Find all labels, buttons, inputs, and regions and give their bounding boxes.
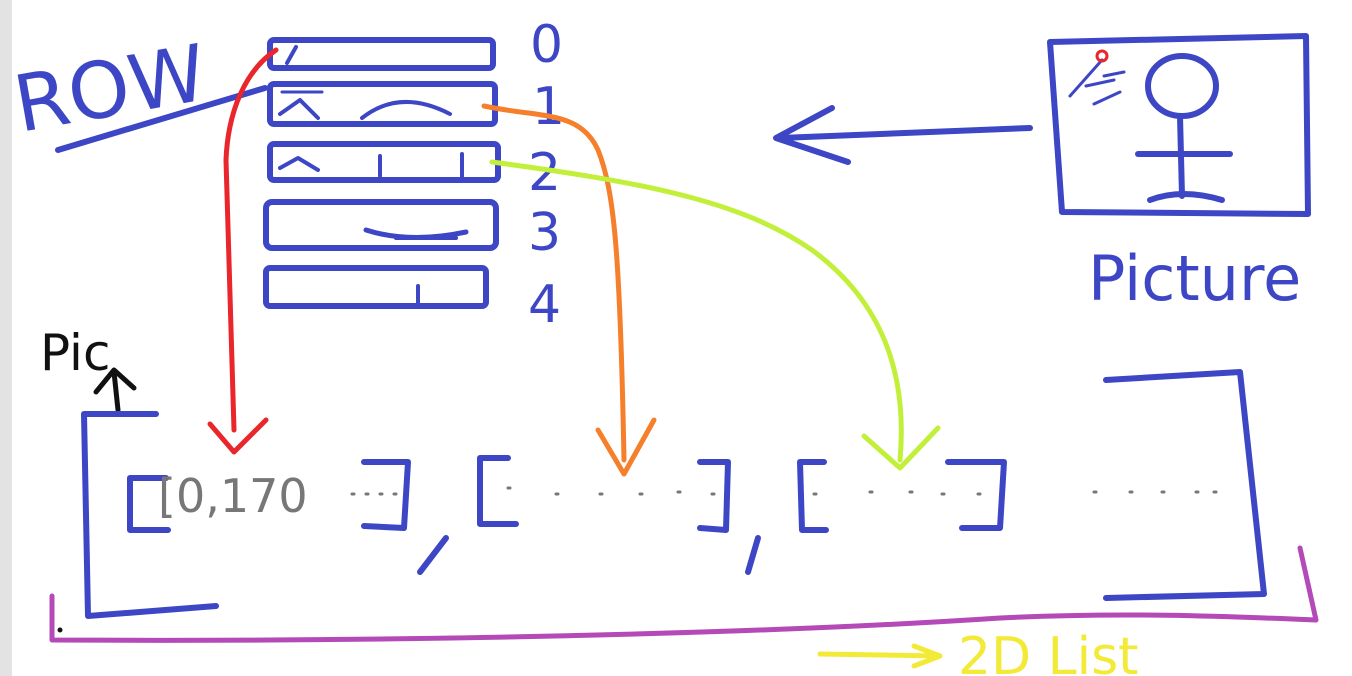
picture-label: Picture [1088, 242, 1301, 315]
row-index-3: 3 [528, 203, 561, 263]
inner-list-2 [797, 459, 1007, 533]
row-indices: 0 1 2 3 4 [528, 15, 565, 335]
pic-label: Pic [40, 324, 110, 382]
row-index-4: 4 [528, 275, 561, 335]
row-underline [55, 85, 268, 153]
arrow-row-0 [207, 47, 279, 455]
comma-1 [745, 535, 761, 575]
first-entry-values: [0,170 [158, 469, 308, 523]
stray-dot [57, 627, 63, 633]
row-index-1: 1 [532, 77, 565, 137]
pic-pointer: Pic [40, 324, 137, 413]
two-d-list-pointer [817, 643, 943, 669]
arrow-row-2 [489, 159, 941, 471]
row-strip-2 [267, 141, 501, 183]
comma-0 [417, 535, 449, 575]
row-strip-3 [263, 199, 499, 251]
outer-list-brackets [81, 369, 1267, 619]
picture-box [1047, 33, 1311, 217]
inner-list-0: [0,170 [127, 459, 411, 533]
row-strip-1 [267, 81, 498, 127]
row-strips [263, 37, 501, 309]
arrow-row-1 [481, 103, 657, 477]
two-d-list-bracket [49, 545, 1319, 643]
picture-to-rows-arrow [773, 105, 1033, 165]
row-strip-4 [263, 265, 489, 309]
left-gutter [0, 0, 12, 676]
row-strip-0 [267, 37, 496, 71]
row-index-0: 0 [530, 15, 563, 75]
two-d-list-label: 2D List [958, 627, 1139, 676]
inner-list-1 [477, 455, 731, 533]
